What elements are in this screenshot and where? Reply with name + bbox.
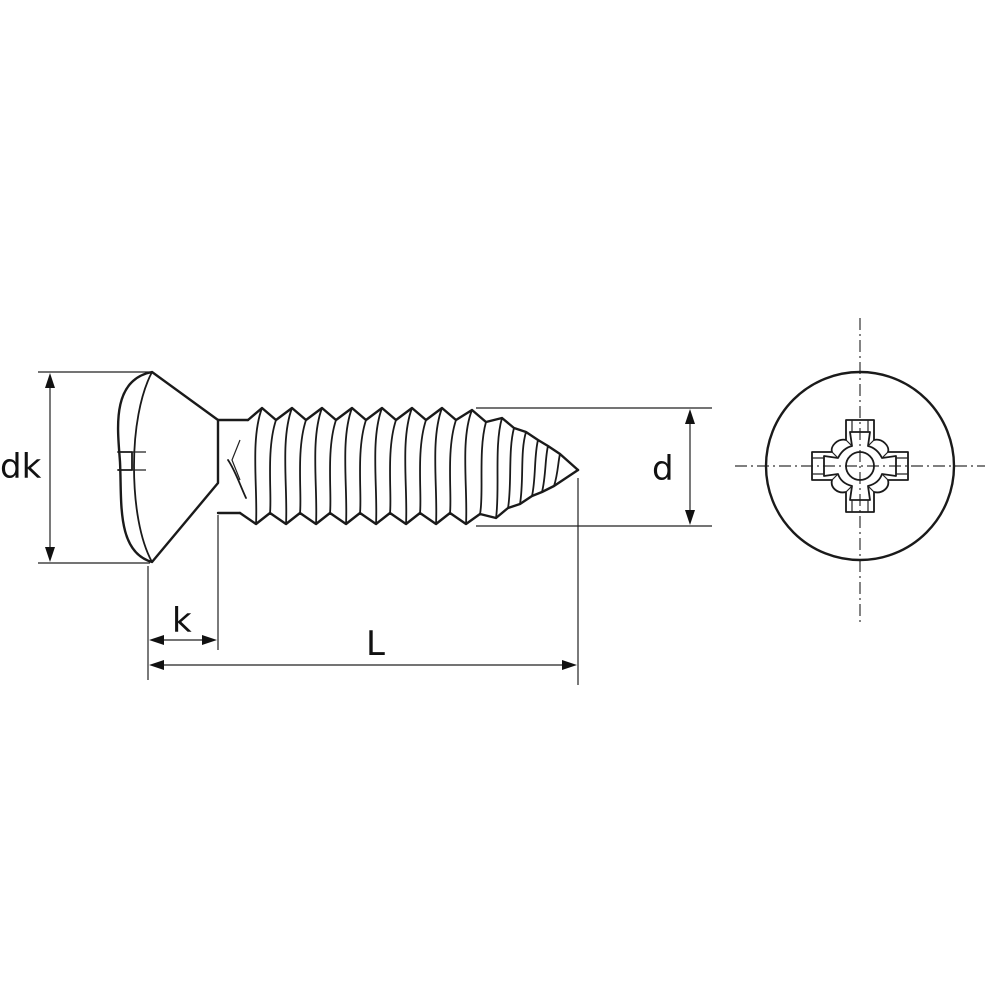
head-outline xyxy=(764,370,956,562)
dimension-dk: dk xyxy=(0,371,150,564)
dimension-d: d xyxy=(476,407,712,527)
head-slot xyxy=(117,451,133,471)
pozidriv-recess-icon xyxy=(735,318,985,622)
label-dk: dk xyxy=(0,447,42,487)
label-d: d xyxy=(652,449,674,489)
label-l: L xyxy=(366,624,385,664)
dimension-l: L xyxy=(149,478,579,685)
label-k: k xyxy=(172,601,192,641)
screw-head xyxy=(116,370,220,564)
screw-side-view-icon xyxy=(116,370,580,564)
thread xyxy=(231,406,580,526)
dimension-k: k xyxy=(147,515,219,680)
